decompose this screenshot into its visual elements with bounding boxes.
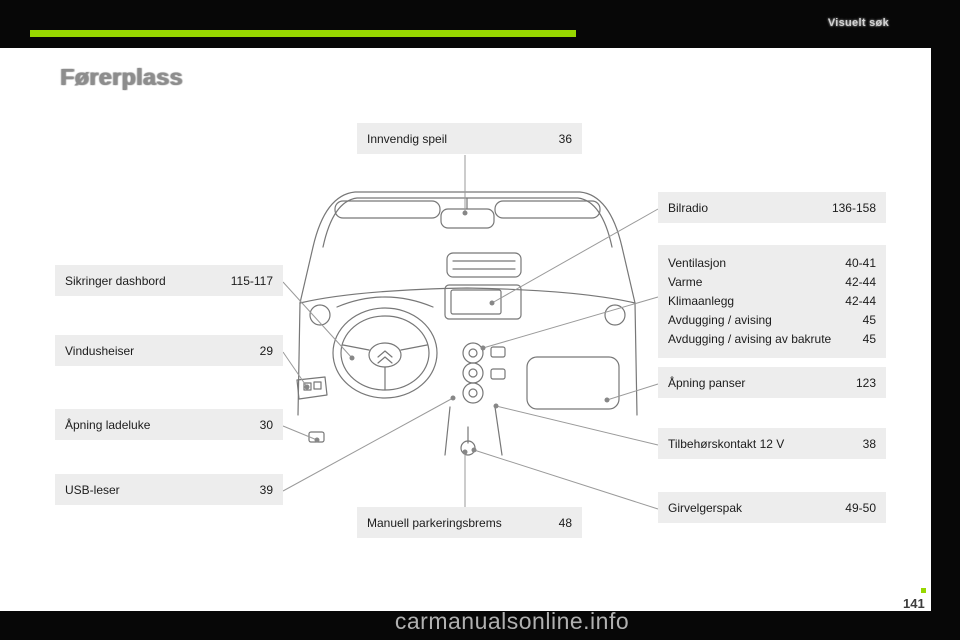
- callout-label: Sikringer dashbord: [65, 273, 166, 288]
- callout-row: Klimaanlegg 42-44: [668, 292, 876, 311]
- callout-pages: 48: [558, 515, 572, 530]
- callout-pages: 123: [855, 375, 876, 390]
- glovebox: [526, 356, 620, 410]
- callout-pages: 42-44: [845, 275, 876, 289]
- callout-pages: 115-117: [230, 273, 273, 288]
- header-accent-bar: [30, 30, 576, 37]
- section-label: Visuelt søk: [827, 17, 889, 29]
- radio-display: [444, 284, 522, 320]
- callout-pages: 36: [558, 131, 572, 146]
- callout-label: Ventilasjon: [668, 256, 727, 270]
- callout-pages: 136-158: [831, 200, 876, 215]
- callout-label: Bilradio: [668, 200, 709, 215]
- center-vent-grille: [446, 252, 522, 278]
- manual-page: Førerplass: [0, 48, 931, 611]
- callout-label: Avdugging / avising: [668, 313, 772, 327]
- callout-apning-panser: Åpning panser 123: [658, 367, 886, 398]
- callout-row: Ventilasjon 40-41: [668, 254, 876, 273]
- callout-pages: 30: [259, 417, 273, 432]
- page-title: Førerplass: [60, 64, 183, 90]
- callout-label: Manuell parkeringsbrems: [367, 515, 502, 530]
- callout-pages: 39: [259, 482, 273, 497]
- callout-pages: 45: [862, 313, 876, 327]
- callout-tilbehorskontakt: Tilbehørskontakt 12 V 38: [658, 428, 886, 459]
- page-number: 141: [903, 596, 925, 611]
- window-switch-panel: [296, 376, 328, 400]
- callout-pages: 38: [862, 436, 876, 451]
- callout-usb-leser: USB-leser 39: [55, 474, 283, 505]
- callout-girvelgerspak: Girvelgerspak 49-50: [658, 492, 886, 523]
- callout-sikringer-dashbord: Sikringer dashbord 115-117: [55, 265, 283, 296]
- callout-pages: 45: [862, 332, 876, 346]
- connector-lines: [282, 155, 659, 510]
- callout-label: Varme: [668, 275, 703, 289]
- sun-visors: [334, 200, 601, 219]
- callout-vindusheiser: Vindusheiser 29: [55, 335, 283, 366]
- callout-label: Åpning panser: [668, 375, 746, 390]
- rearview-mirror: [440, 197, 495, 229]
- callout-row: Varme 42-44: [668, 273, 876, 292]
- callout-bilradio: Bilradio 136-158: [658, 192, 886, 223]
- callout-pages: 29: [259, 343, 273, 358]
- climate-knobs: [462, 342, 506, 404]
- page-corner-marker: [921, 588, 926, 593]
- callout-label: Vindusheiser: [65, 343, 135, 358]
- steering-wheel: [332, 307, 438, 399]
- callout-label: Avdugging / avising av bakrute: [668, 332, 832, 346]
- callout-manuell-parkeringsbrems: Manuell parkeringsbrems 48: [357, 507, 582, 538]
- callout-row: Avdugging / avising 45: [668, 311, 876, 330]
- callout-apning-ladeluke: Åpning ladeluke 30: [55, 409, 283, 440]
- callout-pages: 40-41: [845, 256, 876, 270]
- watermark: carmanualsonline.info: [394, 608, 630, 634]
- callout-label: Klimaanlegg: [668, 294, 735, 308]
- callout-row: Avdugging / avising av bakrute 45: [668, 330, 876, 349]
- callout-group-klima: Ventilasjon 40-41 Varme 42-44 Klimaanleg…: [658, 245, 886, 358]
- dashboard-top: [299, 287, 636, 326]
- callout-label: Innvendig speil: [367, 131, 448, 146]
- callout-label: Åpning ladeluke: [65, 417, 151, 432]
- callout-innvendig-speil: Innvendig speil 36: [357, 123, 582, 154]
- callout-pages: 42-44: [845, 294, 876, 308]
- callout-label: Girvelgerspak: [668, 500, 743, 515]
- callout-label: Tilbehørskontakt 12 V: [668, 436, 785, 451]
- callout-pages: 49-50: [845, 500, 876, 515]
- dashboard-illustration: [296, 191, 638, 456]
- callout-label: USB-leser: [65, 482, 120, 497]
